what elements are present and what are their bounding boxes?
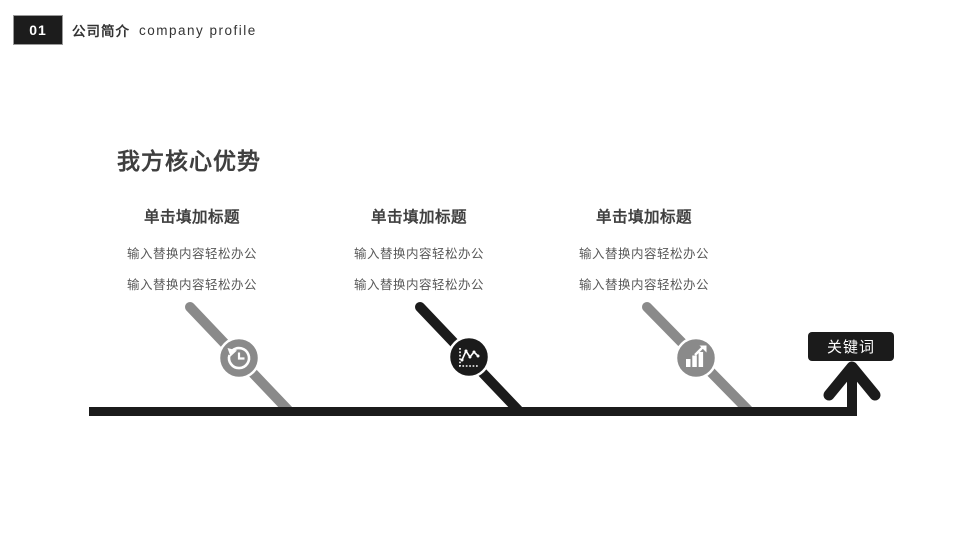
column-text-line: 输入替换内容轻松办公 [578, 247, 709, 261]
section-title-en: company profile [139, 22, 257, 38]
bar-chart-growth-icon [686, 345, 707, 367]
column-text-line: 输入替换内容轻松办公 [126, 278, 257, 292]
advantage-column-1: 单击填加标题 输入替换内容轻松办公 输入替换内容轻松办公 [117, 205, 267, 305]
timeline-node-1 [217, 336, 261, 380]
timeline-axis [89, 407, 857, 416]
history-clock-icon [227, 346, 251, 370]
advantage-column-3: 单击填加标题 输入替换内容轻松办公 输入替换内容轻松办公 [569, 205, 719, 305]
column-text-line: 输入替换内容轻松办公 [353, 278, 484, 292]
advantage-column-2: 单击填加标题 输入替换内容轻松办公 输入替换内容轻松办公 [344, 205, 494, 305]
line-chart-icon [459, 348, 480, 367]
page-title: 我方核心优势 [117, 148, 261, 174]
section-title-cn: 公司简介 [72, 24, 130, 39]
column-heading: 单击填加标题 [370, 209, 467, 226]
column-heading: 单击填加标题 [595, 209, 692, 226]
timeline-node-2 [447, 335, 491, 379]
column-heading: 单击填加标题 [143, 209, 240, 226]
section-header: 公司简介 company profile [72, 15, 257, 45]
timeline-node-3 [674, 336, 718, 380]
column-text-line: 输入替换内容轻松办公 [126, 247, 257, 261]
section-number-badge: 01 [13, 15, 63, 45]
column-text-line: 输入替换内容轻松办公 [578, 278, 709, 292]
column-text-line: 输入替换内容轻松办公 [353, 247, 484, 261]
keyword-badge: 关键词 [808, 332, 894, 361]
arrow-up-icon [823, 361, 881, 416]
